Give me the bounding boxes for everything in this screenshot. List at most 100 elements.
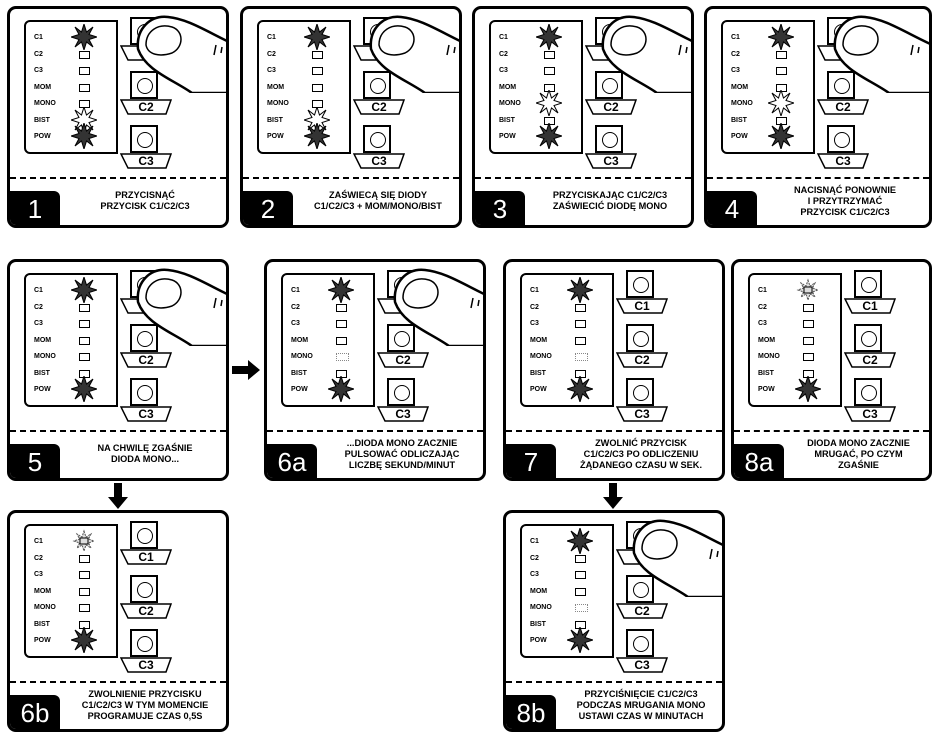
button-c2[interactable]: C2 <box>616 575 672 625</box>
led-label: C1 <box>530 538 539 545</box>
button-label: C3 <box>395 407 411 421</box>
led-box <box>803 320 814 328</box>
led-label: POW <box>731 133 748 140</box>
step-number: 1 <box>10 191 60 225</box>
led-label: MONO <box>530 353 552 360</box>
button-c2[interactable]: C2 <box>844 324 900 374</box>
button-c3[interactable]: C3 <box>120 378 176 428</box>
led-label: C3 <box>499 67 508 74</box>
led-label: C2 <box>530 554 539 562</box>
led-blink-burst-icon <box>71 528 97 554</box>
led-row-c1: C1 <box>729 31 813 44</box>
step-number: 3 <box>475 191 525 225</box>
button-c2[interactable]: C2 <box>120 324 176 374</box>
button-c3[interactable]: C3 <box>616 378 672 428</box>
push-button-icon <box>827 125 855 153</box>
step-caption: NACISNĄĆ PONOWNIE I PRZYTRZYMAĆ PRZYCISK… <box>793 184 897 217</box>
led-box <box>336 320 347 328</box>
led-row-c3: C3 <box>32 317 116 330</box>
led-row-c1: C1 <box>265 31 349 44</box>
button-c2[interactable]: C2 <box>120 575 176 625</box>
step-caption: PRZYCISNĄĆ PRZYCISK C1/C2/C3 <box>100 190 190 211</box>
button-label-plate: C3 <box>120 657 172 673</box>
push-button-icon <box>130 629 158 657</box>
led-row-mom: MOM <box>32 81 116 94</box>
button-c1[interactable]: C1 <box>120 521 176 571</box>
button-c3[interactable]: C3 <box>353 125 409 175</box>
button-c3[interactable]: C3 <box>585 125 641 175</box>
button-label: C2 <box>138 100 154 114</box>
button-label: C3 <box>634 407 650 421</box>
push-button-icon <box>854 378 882 406</box>
led-lit-burst-icon <box>795 376 821 402</box>
step-panel-8b: C1C2C3MOMMONOBISTPOWC1C2C38bPRZYCIŚNIĘCI… <box>503 510 725 732</box>
led-label: C1 <box>34 538 43 545</box>
led-row-c2: C2 <box>528 301 612 314</box>
led-box <box>79 320 90 328</box>
button-label: C2 <box>395 353 411 367</box>
led-box <box>79 571 90 579</box>
led-row-mono: MONO <box>32 350 116 363</box>
led-label: MOM <box>291 336 309 344</box>
button-label-plate: C3 <box>817 153 869 169</box>
button-c1[interactable]: C1 <box>616 270 672 320</box>
finger-press-icon <box>369 15 459 93</box>
led-box <box>312 67 323 75</box>
led-label: C3 <box>731 67 740 74</box>
led-row-mono: MONO <box>528 601 612 614</box>
button-c3[interactable]: C3 <box>377 378 433 428</box>
button-c2[interactable]: C2 <box>616 324 672 374</box>
button-c2[interactable]: C2 <box>377 324 433 374</box>
button-label-plate: C3 <box>616 657 668 673</box>
led-row-c3: C3 <box>265 64 349 77</box>
button-label: C2 <box>634 353 650 367</box>
led-lit-burst-icon <box>567 528 593 554</box>
led-label: C3 <box>758 320 767 327</box>
led-row-c1: C1 <box>32 31 116 44</box>
led-label: BIST <box>34 369 50 377</box>
step-number: 7 <box>506 444 556 478</box>
button-c3[interactable]: C3 <box>120 125 176 175</box>
right-arrow-icon <box>232 360 260 380</box>
dashed-divider <box>506 681 722 683</box>
button-c2[interactable]: C2 <box>817 71 873 121</box>
step-panel-2: C1C2C3MOMMONOBISTPOWC1C2C32ZAŚWIECĄ SIĘ … <box>240 6 462 228</box>
led-row-mom: MOM <box>265 81 349 94</box>
label-plate-shape <box>120 549 172 565</box>
led-box <box>575 604 588 612</box>
led-label: C2 <box>34 303 43 311</box>
led-row-c1: C1 <box>497 31 581 44</box>
led-box <box>79 303 90 312</box>
button-label: C2 <box>835 100 851 114</box>
led-label: C2 <box>291 303 300 311</box>
dashed-divider <box>10 177 226 179</box>
push-button-icon <box>130 521 158 549</box>
button-c3[interactable]: C3 <box>616 629 672 679</box>
led-box <box>79 587 90 596</box>
led-box <box>79 554 90 563</box>
button-c2[interactable]: C2 <box>120 71 176 121</box>
button-c2[interactable]: C2 <box>353 71 409 121</box>
led-box <box>79 50 90 59</box>
button-c3[interactable]: C3 <box>844 378 900 428</box>
button-c3[interactable]: C3 <box>120 629 176 679</box>
led-lit-burst-icon <box>71 123 97 149</box>
led-row-c2: C2 <box>265 48 349 61</box>
push-button-icon <box>626 575 654 603</box>
led-label: MONO <box>34 604 56 611</box>
led-box <box>803 353 814 361</box>
led-label: C1 <box>731 34 740 41</box>
led-box <box>312 50 323 59</box>
label-plate-shape <box>120 406 172 422</box>
button-c2[interactable]: C2 <box>585 71 641 121</box>
button-label-plate: C2 <box>120 603 172 619</box>
button-c3[interactable]: C3 <box>817 125 873 175</box>
button-c1[interactable]: C1 <box>844 270 900 320</box>
finger-press-icon <box>393 268 483 346</box>
led-row-mono: MONO <box>528 350 612 363</box>
finger-press-icon <box>833 15 929 93</box>
led-label: C1 <box>499 34 508 41</box>
